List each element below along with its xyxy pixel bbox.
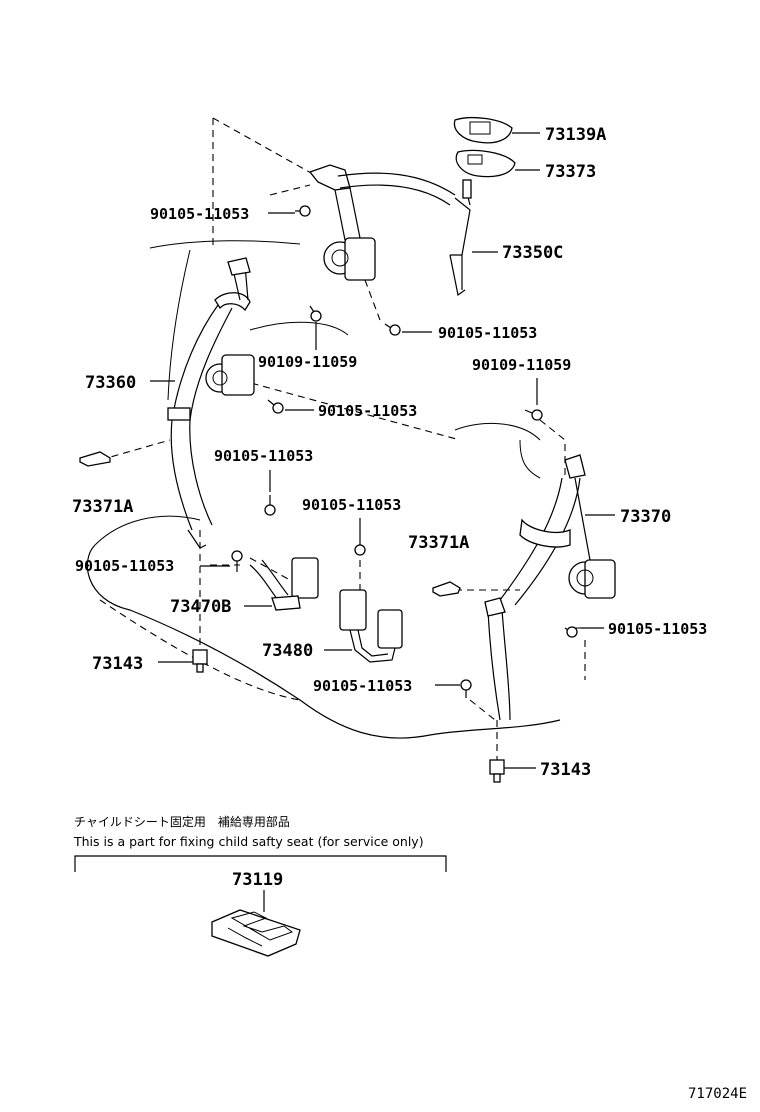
bolt-icon [524, 409, 543, 421]
label-73119: 73119 [232, 870, 283, 890]
plate-73119 [211, 909, 301, 957]
label-73470b: 73470B [170, 597, 231, 617]
label-73371a-mid: 73371A [408, 533, 469, 553]
label-73371a-left: 73371A [72, 497, 133, 517]
note-japanese: チャイルドシート固定用 補給専用部品 [74, 814, 290, 829]
bolt-icon [460, 679, 472, 698]
buckle-73470b [244, 557, 319, 611]
label-90105-b: 90105-11053 [438, 324, 537, 342]
bolt-icon [354, 540, 366, 556]
bolt-icon [231, 550, 243, 572]
label-90105-g: 90105-11053 [608, 620, 707, 638]
leader-lines [200, 212, 604, 686]
label-73373: 73373 [545, 162, 596, 182]
note-bracket [74, 855, 447, 872]
label-73143-right: 73143 [540, 760, 591, 780]
label-73143-left: 73143 [92, 654, 143, 674]
label-73350c: 73350C [502, 243, 563, 263]
cover-73373 [455, 149, 540, 178]
bolt-icon [295, 205, 311, 217]
seat-outline [86, 240, 561, 739]
retractor-73350c [308, 164, 472, 297]
label-90105-c: 90105-11053 [318, 402, 417, 420]
belt-73370 [484, 454, 616, 721]
label-73480: 73480 [262, 641, 313, 661]
label-90109-a: 90109-11059 [258, 353, 357, 371]
bolt-icon [264, 495, 276, 516]
label-73139a: 73139A [545, 125, 606, 145]
belt-73360 [150, 257, 255, 549]
label-90105-h: 90105-11053 [313, 677, 412, 695]
label-90105-d: 90105-11053 [214, 447, 313, 465]
label-90109-b: 90109-11059 [472, 356, 571, 374]
bolt-icons [231, 205, 578, 698]
label-90105-a: 90105-11053 [150, 205, 249, 223]
bolt-icon [309, 305, 322, 322]
bolt-icon [384, 323, 401, 336]
clip-73371a-left [79, 451, 111, 467]
clip-73371a-mid [432, 581, 461, 597]
label-73370: 73370 [620, 507, 671, 527]
cover-73139a [453, 117, 540, 144]
label-73360: 73360 [85, 373, 136, 393]
anchor-73143-right [489, 759, 536, 783]
anchor-73143-left [158, 649, 208, 673]
buckle-73480 [324, 589, 403, 663]
note-english: This is a part for fixing child safty se… [73, 834, 424, 849]
dashed-guides [99, 117, 600, 760]
bolt-icon [564, 626, 578, 638]
label-90105-e: 90105-11053 [302, 496, 401, 514]
diagram-code: 717024E [688, 1086, 747, 1102]
bolt-icon [267, 399, 284, 414]
label-90105-f: 90105-11053 [75, 557, 174, 575]
